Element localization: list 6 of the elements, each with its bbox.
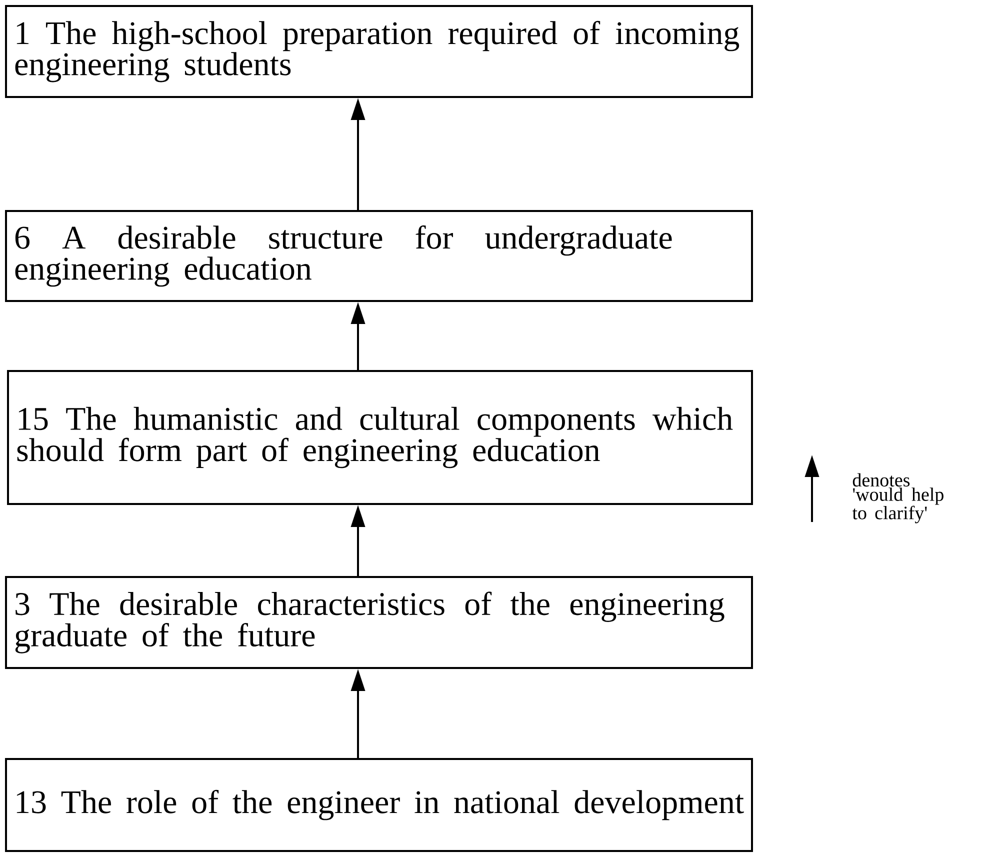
topic-box: 13 The role of the engineer in national development	[5, 758, 753, 852]
topic-box: 3 The desirable characteristics of the engineering graduate of the future	[5, 576, 753, 669]
topic-box: 1 The high-school preparation required of incoming engineering students	[5, 5, 753, 98]
legend-text: denotes 'would help to clarify'	[852, 473, 944, 524]
topic-box: 6 A desirable structure for undergraduate engineering education	[5, 210, 753, 302]
topic-box: 15 The humanistic and cultural components which should form part of engineering education	[7, 370, 753, 505]
